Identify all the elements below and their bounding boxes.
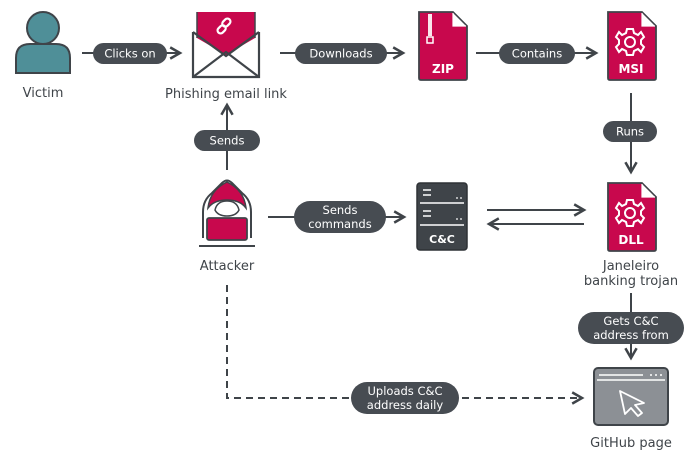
edge-label-gets-cc-line2: address from (593, 328, 669, 342)
phishing-label: Phishing email link (165, 87, 287, 102)
envelope-link-icon (191, 12, 261, 79)
browser-cursor-icon (593, 367, 669, 426)
cc-label: C&C (429, 233, 455, 246)
msi-label: MSI (618, 62, 643, 76)
edge-label-sends-commands-line1: Sends (323, 203, 358, 217)
edge-label-pill (578, 312, 684, 344)
node-dll: DLL Janeleiro banking trojan (584, 182, 678, 289)
node-phishing-email: Phishing email link (165, 12, 287, 102)
user-icon (15, 11, 71, 74)
edge-label-uploads-line2: address daily (367, 398, 444, 412)
node-msi: MSI (607, 11, 657, 81)
edge-runs: Runs (603, 93, 657, 175)
dll-label: DLL (618, 233, 644, 247)
chain-link-icon (216, 17, 232, 35)
edge-label-clicks-on: Clicks on (104, 47, 155, 61)
edge-label-gets-cc-line1: Gets C&C (603, 314, 658, 328)
zip-label: ZIP (432, 62, 454, 76)
edge-label-pill (499, 43, 575, 64)
edge-label-sends: Sends (210, 134, 245, 148)
node-cc-server: C&C (416, 182, 468, 251)
gear-icon (614, 28, 646, 56)
edge-label-pill (295, 43, 387, 64)
edge-uploads-cc-address: Uploads C&C address daily (226, 285, 585, 414)
attacker-label: Attacker (200, 259, 255, 274)
edge-cc-dll-bidirectional (486, 203, 587, 231)
zip-file-icon (418, 11, 468, 81)
node-github-page: GitHub page (590, 367, 672, 451)
github-label: GitHub page (590, 436, 672, 451)
edge-label-pill (294, 201, 386, 233)
hooded-hacker-icon (199, 179, 255, 247)
edge-label-runs: Runs (616, 125, 644, 139)
node-attacker: Attacker (199, 179, 255, 274)
edge-gets-cc-address: Gets C&C address from (578, 293, 684, 361)
zipper (426, 14, 434, 44)
server-icon (416, 182, 468, 251)
gear-file-icon (607, 11, 657, 81)
edge-label-downloads: Downloads (309, 47, 372, 61)
dll-caption-line1: Janeleiro (602, 259, 659, 274)
edge-sends-commands: Sends commands (268, 201, 407, 233)
edge-label-pill (93, 43, 167, 64)
victim-label: Victim (23, 86, 64, 101)
edge-label-uploads-line1: Uploads C&C (368, 384, 443, 398)
dll-caption-line2: banking trojan (584, 274, 678, 289)
node-zip: ZIP (418, 11, 468, 81)
cursor-icon (619, 390, 645, 417)
gear-file-icon (607, 182, 657, 252)
edge-contains: Contains (476, 43, 599, 64)
edge-label-contains: Contains (512, 47, 562, 61)
edge-label-pill (603, 121, 657, 142)
gear-icon (614, 199, 646, 227)
edge-clicks-on: Clicks on (82, 43, 183, 64)
edge-label-pill (351, 382, 459, 414)
node-victim: Victim (15, 11, 71, 101)
edge-label-sends-commands-line2: commands (308, 217, 371, 231)
edge-sends: Sends (194, 102, 260, 170)
edge-downloads: Downloads (280, 43, 406, 64)
edge-label-pill (194, 130, 260, 151)
